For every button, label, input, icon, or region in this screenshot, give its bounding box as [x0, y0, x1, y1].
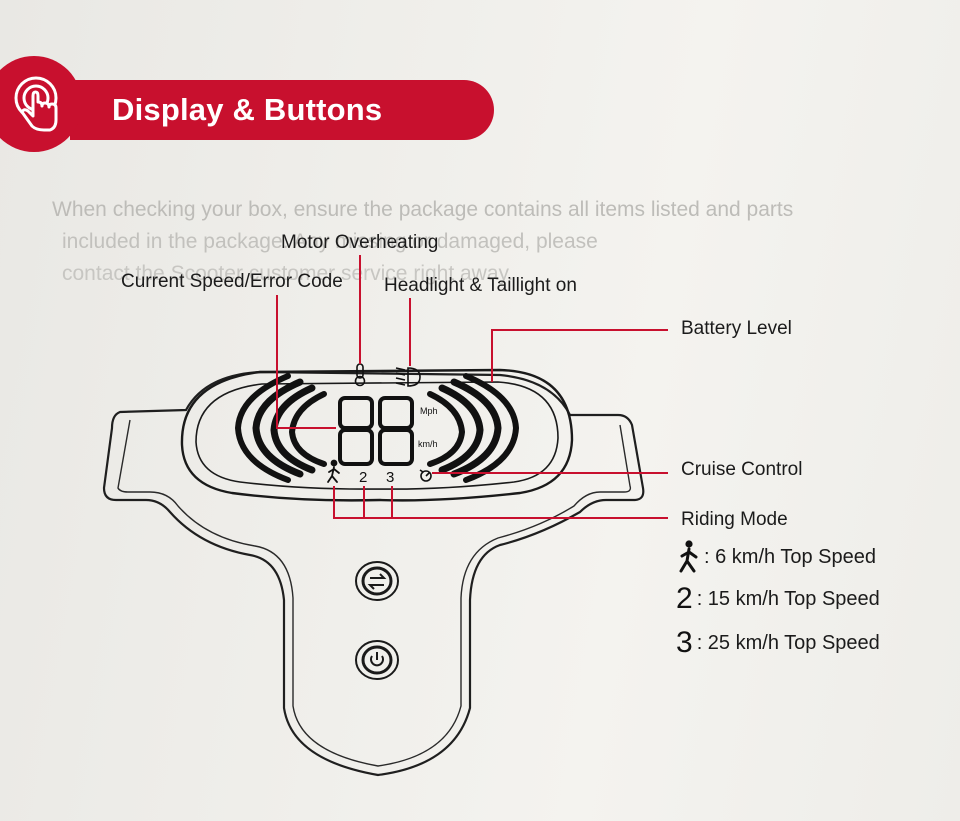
- leader-current-speed: [276, 295, 336, 429]
- label-current-speed: Current Speed/Error Code: [121, 271, 343, 292]
- display-screen-inner: [195, 381, 559, 490]
- mode-3-indicator: 3: [386, 469, 394, 486]
- mode-switch-button[interactable]: [355, 561, 399, 601]
- page-title: Display & Buttons: [112, 92, 383, 127]
- unit-mph: Mph: [420, 406, 438, 416]
- headlight-icon: [395, 367, 421, 387]
- controller-inner-outline: [117, 419, 632, 767]
- label-cruise-control: Cruise Control: [681, 459, 803, 480]
- unit-kmh: km/h: [418, 439, 438, 449]
- walk-mode-icon: [327, 459, 340, 483]
- legend-mode-2-text: : 15 km/h Top Speed: [696, 587, 880, 610]
- label-motor-overheating: Motor Overheating: [281, 232, 439, 253]
- mode-2-indicator: 2: [359, 469, 367, 486]
- walk-icon: [679, 540, 698, 573]
- bleed-through-text: included in the package. Any missing or …: [62, 230, 598, 253]
- thermometer-icon: [354, 363, 366, 387]
- legend-walk-text: : 6 km/h Top Speed: [704, 545, 876, 568]
- speed-digits: [338, 396, 414, 466]
- power-button[interactable]: [355, 640, 399, 680]
- leader-lines: [276, 255, 668, 519]
- controller-outline: [102, 370, 645, 777]
- label-battery-level: Battery Level: [681, 318, 792, 339]
- bleed-through-text: When checking your box, ensure the packa…: [52, 198, 794, 221]
- battery-bars-right: [427, 373, 520, 483]
- bleed-through-text: contact the Scooter customer service rig…: [62, 262, 514, 285]
- label-riding-mode: Riding Mode: [681, 509, 788, 530]
- legend-mode-2-glyph: 2: [676, 582, 693, 615]
- touch-icon: [14, 76, 58, 132]
- legend-mode-3-glyph: 3: [676, 626, 693, 659]
- legend-row-2: 2 : 15 km/h Top Speed: [676, 584, 880, 614]
- cruise-control-icon: [419, 469, 432, 482]
- battery-bars-left: [234, 373, 327, 483]
- section-banner: [70, 80, 494, 140]
- legend-row-walk: : 6 km/h Top Speed: [676, 540, 876, 574]
- display-screen-outer: [180, 368, 574, 502]
- label-headlight: Headlight & Taillight on: [384, 275, 577, 296]
- leader-riding-mode: [333, 486, 668, 519]
- leader-battery: [491, 329, 668, 382]
- legend-mode-3-text: : 25 km/h Top Speed: [696, 631, 880, 654]
- legend-row-3: 3 : 25 km/h Top Speed: [676, 628, 880, 658]
